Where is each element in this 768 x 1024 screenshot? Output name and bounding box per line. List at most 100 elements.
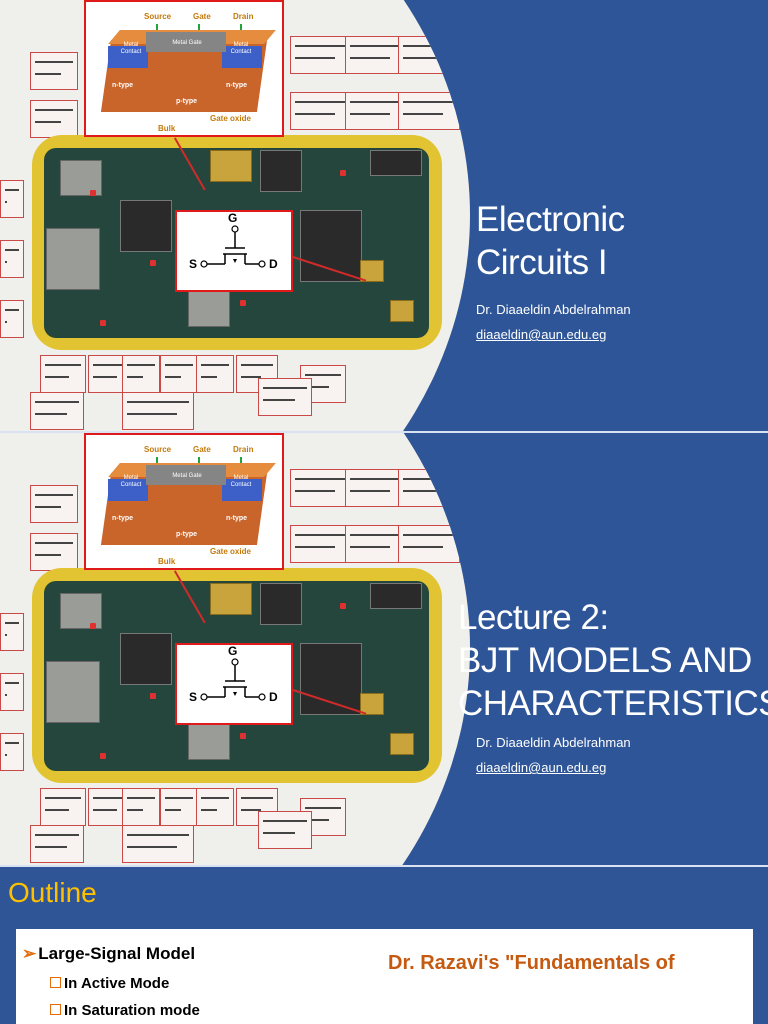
outline-subitem: In Saturation mode bbox=[50, 1002, 200, 1019]
pcb-marker bbox=[90, 190, 96, 196]
board-annotation bbox=[398, 525, 460, 563]
board-annotation bbox=[30, 825, 84, 863]
board-annotation bbox=[40, 788, 86, 826]
board-annotation bbox=[30, 100, 78, 138]
n-type-label: n-type bbox=[112, 515, 133, 522]
symbol-s-label: S bbox=[189, 690, 198, 704]
gate-pin bbox=[198, 457, 200, 467]
board-annotation bbox=[345, 525, 407, 563]
board-annotation bbox=[0, 673, 24, 711]
pcb-component bbox=[210, 583, 252, 615]
board-annotation bbox=[290, 36, 352, 74]
n-type-label: n-type bbox=[226, 82, 247, 89]
metal-contact-label: Metal Contact bbox=[120, 42, 142, 55]
drain-pin bbox=[240, 457, 242, 467]
author-email-link[interactable]: diaaeldin@aun.edu.eg bbox=[476, 327, 607, 342]
board-annotation bbox=[236, 788, 278, 826]
outline-title: Outline bbox=[8, 877, 97, 908]
board-annotation bbox=[122, 825, 194, 863]
board-annotation bbox=[0, 733, 24, 771]
gate-label: Gate bbox=[193, 12, 211, 21]
source-label: Source bbox=[144, 12, 172, 21]
board-annotation bbox=[30, 485, 78, 523]
bulk-label: Bulk bbox=[158, 557, 176, 566]
symbol-d-label: D bbox=[269, 257, 278, 271]
pcb-component bbox=[300, 210, 362, 282]
metal-contact-label: Metal Contact bbox=[120, 475, 142, 488]
pcb-marker bbox=[90, 623, 96, 629]
source-pin bbox=[156, 457, 158, 467]
pcb-component bbox=[360, 260, 384, 282]
pcb-component bbox=[260, 583, 302, 625]
author-name: Dr. Diaaeldin Abdelrahman bbox=[476, 735, 631, 750]
board-annotation bbox=[196, 788, 234, 826]
outline-subitem: In Active Mode bbox=[50, 975, 169, 992]
board-annotation bbox=[258, 378, 312, 416]
n-region-drain bbox=[222, 46, 262, 68]
slide-divider bbox=[0, 865, 768, 867]
symbol-g-label: G bbox=[228, 211, 238, 225]
board-annotation bbox=[398, 36, 460, 74]
pcb-marker bbox=[150, 693, 156, 699]
title-slide-1: Source Gate Drain Metal Contact Metal Ga… bbox=[0, 0, 768, 431]
title-line: CHARACTERISTICS bbox=[458, 684, 768, 723]
symbol-s-label: S bbox=[189, 257, 198, 271]
pcb-component bbox=[300, 643, 362, 715]
pcb-component bbox=[46, 661, 100, 723]
symbol-g-label: G bbox=[228, 644, 238, 658]
board-annotation bbox=[196, 355, 234, 393]
board-annotation bbox=[122, 355, 160, 393]
board-annotation bbox=[122, 788, 160, 826]
outline-item: ➢Large-Signal Model bbox=[22, 944, 195, 964]
reference-text-fragment: Dr. Razavi's "Fundamentals of bbox=[388, 952, 675, 974]
n-type-label: n-type bbox=[226, 515, 247, 522]
drain-pin bbox=[240, 24, 242, 34]
square-bullet-icon bbox=[50, 977, 61, 988]
board-annotation bbox=[0, 180, 24, 218]
pcb-component bbox=[60, 160, 102, 196]
board-annotation bbox=[258, 811, 312, 849]
outline-slide: Outline ➢Large-Signal Model In Active Mo… bbox=[0, 867, 768, 1024]
pcb-component bbox=[188, 285, 230, 327]
p-type-label: p-type bbox=[176, 98, 197, 105]
author-email-link[interactable]: diaaeldin@aun.edu.eg bbox=[476, 760, 607, 775]
pcb-component bbox=[46, 228, 100, 290]
metal-contact-label: Metal Contact bbox=[230, 42, 252, 55]
board-annotation bbox=[345, 469, 407, 507]
pcb-marker bbox=[100, 753, 106, 759]
transistor-symbol-inset: G S D bbox=[175, 210, 293, 292]
source-pin bbox=[156, 24, 158, 34]
board-annotation bbox=[30, 533, 78, 571]
title-line: BJT MODELS AND bbox=[458, 641, 752, 680]
pcb-component bbox=[390, 733, 414, 755]
mosfet-symbol-icon bbox=[200, 225, 266, 268]
pcb-component bbox=[120, 633, 172, 685]
board-annotation bbox=[122, 392, 194, 430]
metal-gate bbox=[146, 465, 226, 485]
pcb-marker bbox=[340, 603, 346, 609]
board-annotation bbox=[345, 36, 407, 74]
pcb-component bbox=[370, 583, 422, 609]
transistor-symbol-inset: G S D bbox=[175, 643, 293, 725]
board-annotation bbox=[30, 392, 84, 430]
board-annotation bbox=[0, 240, 24, 278]
outline-item-label: Large-Signal Model bbox=[38, 944, 196, 963]
square-bullet-icon bbox=[50, 1004, 61, 1015]
p-type-label: p-type bbox=[176, 531, 197, 538]
mosfet-cross-section-inset: Source Gate Drain Metal Contact Metal Ga… bbox=[84, 433, 284, 570]
gate-oxide-label: Gate oxide bbox=[210, 114, 251, 123]
board-annotation bbox=[398, 469, 460, 507]
pcb-component bbox=[120, 200, 172, 252]
pcb-component bbox=[390, 300, 414, 322]
n-type-label: n-type bbox=[112, 82, 133, 89]
board-annotation bbox=[40, 355, 86, 393]
gate-label: Gate bbox=[193, 445, 211, 454]
bulk-label: Bulk bbox=[158, 124, 176, 133]
pcb-component bbox=[260, 150, 302, 192]
n-region-source bbox=[108, 46, 148, 68]
metal-gate-label: Metal Gate bbox=[172, 40, 202, 46]
board-annotation bbox=[398, 92, 460, 130]
title-line: Electronic bbox=[476, 200, 625, 239]
title-slide-2: Source Gate Drain Metal Contact Metal Ga… bbox=[0, 433, 768, 865]
board-annotation bbox=[160, 788, 198, 826]
